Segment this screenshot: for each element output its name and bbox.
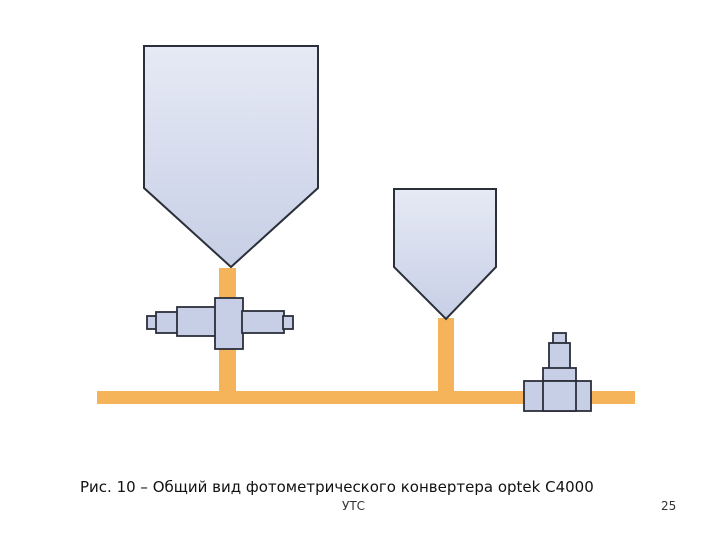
footer-label: УТС xyxy=(342,499,366,513)
small-hopper xyxy=(393,188,497,321)
large-hopper xyxy=(143,45,319,269)
vertical-converter xyxy=(523,332,592,412)
horizontal-sensor xyxy=(146,297,294,350)
right-riser-pipe xyxy=(438,318,454,398)
figure-caption: Рис. 10 – Общий вид фотометрического кон… xyxy=(80,478,594,496)
page-number: 25 xyxy=(661,499,677,513)
